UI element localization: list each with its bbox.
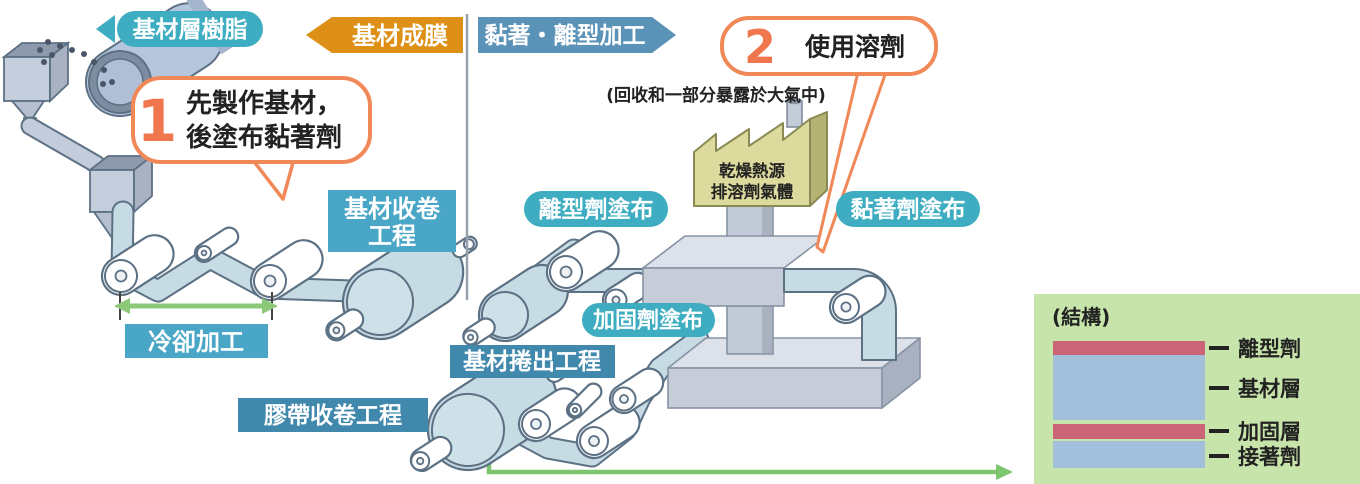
callout-2: 2 使用溶劑 — [720, 16, 938, 76]
callout-2-text: 使用溶劑 — [804, 33, 905, 62]
layer-ticks — [1209, 346, 1229, 458]
layer-reinforcement — [1053, 424, 1205, 439]
release-roll — [462, 263, 570, 347]
structure-title: (結構) — [1052, 305, 1110, 329]
adhesive-coating-text: 黏著劑塗布 — [851, 196, 966, 223]
callout-1: 1 先製作基材， 後塗布黏著劑 — [131, 76, 372, 201]
cooling-text: 冷卻加工 — [148, 328, 244, 356]
flow-arrowhead — [996, 464, 1013, 480]
release-coating-text: 離型劑塗布 — [539, 196, 654, 223]
roller — [608, 367, 665, 415]
machine-pillar-mid-shade — [762, 307, 772, 353]
coating-process-text: 黏著・離型加工 — [485, 22, 646, 49]
tape-winding-label: 膠帶收卷工程 — [238, 398, 428, 432]
roller — [828, 274, 887, 325]
callout-1-line1: 先製作基材， — [186, 89, 342, 119]
release-coating-label: 離型劑塗布 — [524, 191, 668, 227]
coating-process-banner: 黏著・離型加工 — [478, 17, 676, 53]
substrate-unwinding-text: 基材捲出工程 — [463, 349, 601, 375]
substrate-winding-line1: 基材收卷 — [344, 195, 441, 223]
resin-pellets — [37, 39, 115, 87]
tape-winding-text: 膠帶收卷工程 — [264, 402, 402, 429]
transfer-pipe — [20, 116, 106, 174]
factory-line2: 排溶劑氣體 — [711, 182, 794, 202]
substrate-resin-text: 基材層樹脂 — [133, 17, 248, 43]
substrate-winding-line2: 工程 — [368, 222, 416, 250]
structure-legend: (結構) 離型劑 基材層 加固層 接著劑 — [1052, 305, 1301, 469]
reinforcement-coating-text: 加固劑塗布 — [592, 308, 703, 334]
dryer-factory — [693, 97, 828, 207]
layer-adhesive — [1053, 441, 1205, 468]
layer-substrate — [1053, 355, 1205, 420]
substrate-takeup-roll — [325, 233, 478, 342]
film-forming-banner: 基材成膜 — [306, 17, 463, 53]
layer-release-label: 離型劑 — [1238, 337, 1301, 361]
guide-roller — [565, 382, 603, 420]
callout-1-line2: 後塗布黏著劑 — [186, 122, 342, 153]
callout-1-number: 1 — [137, 87, 177, 155]
roller — [249, 239, 324, 302]
adhesive-coating-label: 黏著劑塗布 — [836, 191, 980, 227]
guide-roller — [193, 226, 240, 264]
left-arrow-icon — [96, 15, 115, 43]
roller — [100, 234, 175, 297]
roller — [575, 404, 641, 460]
roller — [517, 387, 583, 443]
coater-head — [642, 235, 827, 307]
factory-chimney-top — [787, 97, 802, 105]
film-forming-text: 基材成膜 — [352, 22, 448, 50]
layer-release — [1053, 341, 1205, 355]
solvent-recovery-note: (回收和一部分暴露於大氣中) — [606, 85, 826, 106]
factory-side — [809, 111, 828, 207]
machine-pillar-top-shade — [762, 201, 772, 257]
reinforcement-coating-label: 加固劑塗布 — [582, 303, 715, 337]
layer-adhesive-label: 接著劑 — [1238, 445, 1301, 469]
factory-line1: 乾燥熱源 — [719, 161, 786, 181]
layer-substrate-label: 基材層 — [1238, 377, 1301, 401]
substrate-winding-label: 基材收卷 工程 — [328, 190, 456, 252]
callout-2-number: 2 — [744, 20, 776, 74]
layer-reinforcement-label: 加固層 — [1237, 420, 1301, 444]
substrate-resin-label: 基材層樹脂 — [96, 11, 263, 47]
cooling-label: 冷卻加工 — [125, 324, 268, 358]
substrate-unwinding-label: 基材捲出工程 — [450, 345, 615, 378]
roller — [545, 230, 620, 293]
cooling-dimension-arrow — [114, 292, 278, 320]
